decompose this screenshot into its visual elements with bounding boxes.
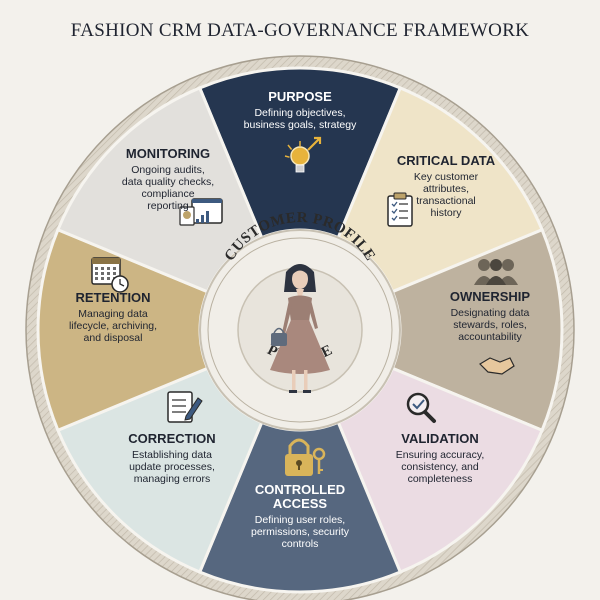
segment-description: reporting	[147, 200, 189, 212]
segment-description: completeness	[408, 473, 473, 485]
segment-description: Key customer	[414, 171, 479, 183]
segment-description: compliance	[141, 188, 194, 200]
magnifier-check-icon	[406, 392, 436, 423]
segment-description: lifecycle, archiving,	[69, 320, 157, 332]
segment-title: CRITICAL DATA	[397, 153, 496, 168]
segment-title: RETENTION	[75, 290, 150, 305]
segment-description: transactional	[416, 195, 476, 207]
segment-description: controls	[282, 538, 319, 550]
padlock-key-icon	[285, 438, 326, 476]
segment-description: Ensuring accuracy,	[396, 449, 485, 461]
dashboard-report-icon	[179, 198, 223, 226]
clipboard-icon	[387, 192, 413, 227]
segment-label-purpose: PURPOSE Defining objectives,business goal…	[244, 89, 357, 131]
segment-description: consistency, and	[401, 461, 479, 473]
segment-label-critical-data: CRITICAL DATA Key customerattributes,tran…	[397, 153, 496, 219]
segment-title: PURPOSE	[268, 89, 332, 104]
segment-title: VALIDATION	[401, 431, 479, 446]
segment-description: stewards, roles,	[453, 319, 527, 331]
segment-title: CONTROLLED	[255, 482, 345, 497]
segment-description: Establishing data	[132, 449, 212, 461]
segment-description: accountability	[458, 331, 522, 343]
calendar-clock-icon	[91, 257, 129, 293]
segment-label-monitoring: MONITORING Ongoing audits,data quality ch…	[122, 146, 214, 212]
segment-description: history	[431, 207, 463, 219]
segment-description: Defining objectives,	[254, 107, 345, 119]
people-icon	[474, 259, 518, 285]
segment-title: ACCESS	[273, 496, 328, 511]
segment-title: OWNERSHIP	[450, 289, 531, 304]
lightbulb-icon	[284, 136, 322, 173]
segment-description: managing errors	[134, 473, 210, 485]
segment-label-validation: VALIDATION Ensuring accuracy,consistency,…	[396, 431, 485, 485]
edit-form-icon	[167, 391, 203, 423]
segment-description: Managing data	[78, 308, 148, 320]
segment-description: data quality checks,	[122, 176, 214, 188]
segment-description: business goals, strategy	[244, 119, 357, 131]
segment-description: attributes,	[423, 183, 469, 195]
segment-description: Defining user roles,	[255, 514, 345, 526]
hub-ring-line	[207, 237, 393, 423]
segment-description: permissions, security	[251, 526, 350, 538]
segment-description: and disposal	[84, 332, 143, 344]
segment-title: CORRECTION	[128, 431, 215, 446]
handshake-icon	[479, 357, 515, 375]
segment-description: update processes,	[129, 461, 215, 473]
segment-description: Ongoing audits,	[131, 164, 205, 176]
customer-profile-hub: CUSTOMER PROFILE PROFILE	[199, 210, 401, 431]
woman-with-handbag-icon	[270, 264, 330, 393]
page-title: FASHION CRM DATA-GOVERNANCE FRAMEWORK	[70, 20, 530, 41]
segment-title: MONITORING	[126, 146, 210, 161]
segment-description: Designating data	[451, 307, 530, 319]
